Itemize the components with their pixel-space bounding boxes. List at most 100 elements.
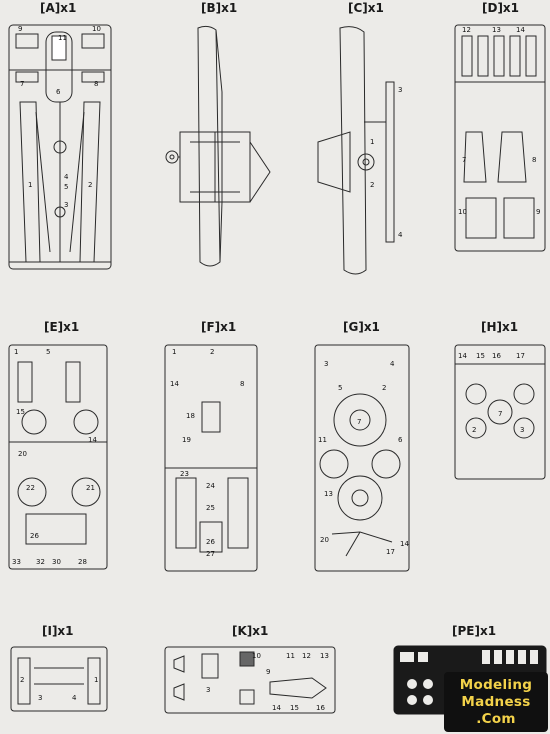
svg-text:28: 28 (78, 558, 87, 566)
svg-text:8: 8 (532, 156, 536, 164)
svg-text:4: 4 (398, 231, 403, 239)
svg-text:18: 18 (186, 412, 195, 420)
svg-text:3: 3 (38, 694, 42, 702)
svg-text:8: 8 (240, 380, 244, 388)
svg-text:13: 13 (324, 490, 333, 498)
sprue-k-title: [K]x1 (232, 624, 269, 638)
watermark-logo: Modeling Madness .Com (444, 672, 548, 732)
svg-text:33: 33 (12, 558, 21, 566)
sprue-h-title: [H]x1 (481, 320, 519, 334)
svg-text:16: 16 (492, 352, 501, 360)
svg-text:27: 27 (206, 550, 215, 558)
svg-text:7: 7 (462, 156, 466, 164)
svg-text:1: 1 (14, 348, 18, 356)
sprue-h-drawing: 14 15 16 17 7 2 3 (452, 342, 548, 482)
svg-text:13: 13 (492, 26, 501, 34)
svg-text:3: 3 (64, 201, 68, 209)
svg-text:12: 12 (462, 26, 471, 34)
svg-text:14: 14 (272, 704, 281, 712)
sprue-d-drawing: 12 13 14 7 8 10 9 (452, 22, 548, 254)
svg-text:2: 2 (210, 348, 214, 356)
logo-line-1: Modeling (459, 677, 533, 693)
svg-text:2: 2 (382, 384, 386, 392)
svg-text:17: 17 (516, 352, 525, 360)
svg-text:4: 4 (390, 360, 395, 368)
svg-text:20: 20 (320, 536, 329, 544)
svg-text:9: 9 (536, 208, 540, 216)
svg-text:14: 14 (88, 436, 97, 444)
svg-text:16: 16 (316, 704, 325, 712)
svg-text:15: 15 (290, 704, 299, 712)
svg-text:3: 3 (206, 686, 210, 694)
svg-text:1: 1 (94, 676, 98, 684)
svg-text:14: 14 (458, 352, 467, 360)
svg-text:30: 30 (52, 558, 61, 566)
svg-text:1: 1 (172, 348, 176, 356)
sprue-i-title: [I]x1 (42, 624, 74, 638)
svg-text:14: 14 (400, 540, 409, 548)
svg-text:7: 7 (20, 80, 24, 88)
sprue-i-drawing: 2 1 3 4 (8, 644, 110, 714)
svg-text:1: 1 (370, 138, 374, 146)
sprue-k-drawing: 10 11 12 13 9 3 14 15 16 (162, 644, 338, 716)
svg-text:11: 11 (58, 34, 67, 42)
svg-text:15: 15 (476, 352, 485, 360)
svg-text:5: 5 (46, 348, 50, 356)
sprue-g-drawing: 3 4 5 2 7 11 6 13 20 17 14 (312, 342, 412, 574)
svg-text:26: 26 (206, 538, 215, 546)
svg-text:12: 12 (302, 652, 311, 660)
svg-text:6: 6 (56, 88, 61, 96)
svg-text:3: 3 (324, 360, 328, 368)
sprue-c-drawing: 3 1 2 4 (310, 22, 410, 280)
svg-text:20: 20 (18, 450, 27, 458)
sprue-a-drawing: 9 11 10 7 8 6 4 5 3 1 2 (6, 22, 114, 272)
sprue-a-title: [A]x1 (40, 1, 77, 15)
svg-text:2: 2 (20, 676, 24, 684)
svg-text:21: 21 (86, 484, 95, 492)
svg-text:2: 2 (472, 426, 476, 434)
svg-text:32: 32 (36, 558, 45, 566)
svg-text:9: 9 (18, 25, 22, 33)
sprue-e-title: [E]x1 (44, 320, 80, 334)
sprue-d-title: [D]x1 (482, 1, 520, 15)
svg-text:3: 3 (398, 86, 402, 94)
svg-text:2: 2 (370, 181, 374, 189)
svg-text:15: 15 (16, 408, 25, 416)
sprue-c-title: [C]x1 (348, 1, 384, 15)
svg-text:10: 10 (92, 25, 101, 33)
svg-text:19: 19 (182, 436, 191, 444)
sprue-e-drawing: 1 5 15 14 20 21 22 26 33 32 30 28 (6, 342, 110, 572)
sprue-f-drawing: 1 2 14 8 18 19 23 24 25 26 27 (162, 342, 260, 574)
logo-line-3: .Com (476, 711, 516, 727)
svg-text:14: 14 (516, 26, 525, 34)
svg-text:7: 7 (357, 418, 361, 426)
svg-text:22: 22 (26, 484, 35, 492)
svg-text:25: 25 (206, 504, 215, 512)
svg-text:11: 11 (318, 436, 327, 444)
svg-text:4: 4 (72, 694, 77, 702)
svg-text:9: 9 (266, 668, 270, 676)
svg-text:5: 5 (64, 183, 68, 191)
svg-text:8: 8 (94, 80, 98, 88)
svg-text:17: 17 (386, 548, 395, 556)
svg-text:1: 1 (28, 181, 32, 189)
svg-text:2: 2 (88, 181, 92, 189)
svg-text:5: 5 (338, 384, 342, 392)
svg-text:3: 3 (520, 426, 524, 434)
svg-text:13: 13 (320, 652, 329, 660)
svg-text:26: 26 (30, 532, 39, 540)
logo-line-2: Madness (461, 694, 531, 710)
sprue-f-title: [F]x1 (201, 320, 237, 334)
sprue-pe-title: [PE]x1 (452, 624, 497, 638)
svg-text:10: 10 (458, 208, 467, 216)
svg-text:6: 6 (398, 436, 403, 444)
sprue-g-title: [G]x1 (343, 320, 380, 334)
svg-text:23: 23 (180, 470, 189, 478)
svg-text:11: 11 (286, 652, 295, 660)
svg-text:24: 24 (206, 482, 215, 490)
svg-text:10: 10 (252, 652, 261, 660)
svg-text:7: 7 (498, 410, 502, 418)
svg-text:14: 14 (170, 380, 179, 388)
sprue-b-title: [B]x1 (201, 1, 238, 15)
svg-text:4: 4 (64, 173, 69, 181)
